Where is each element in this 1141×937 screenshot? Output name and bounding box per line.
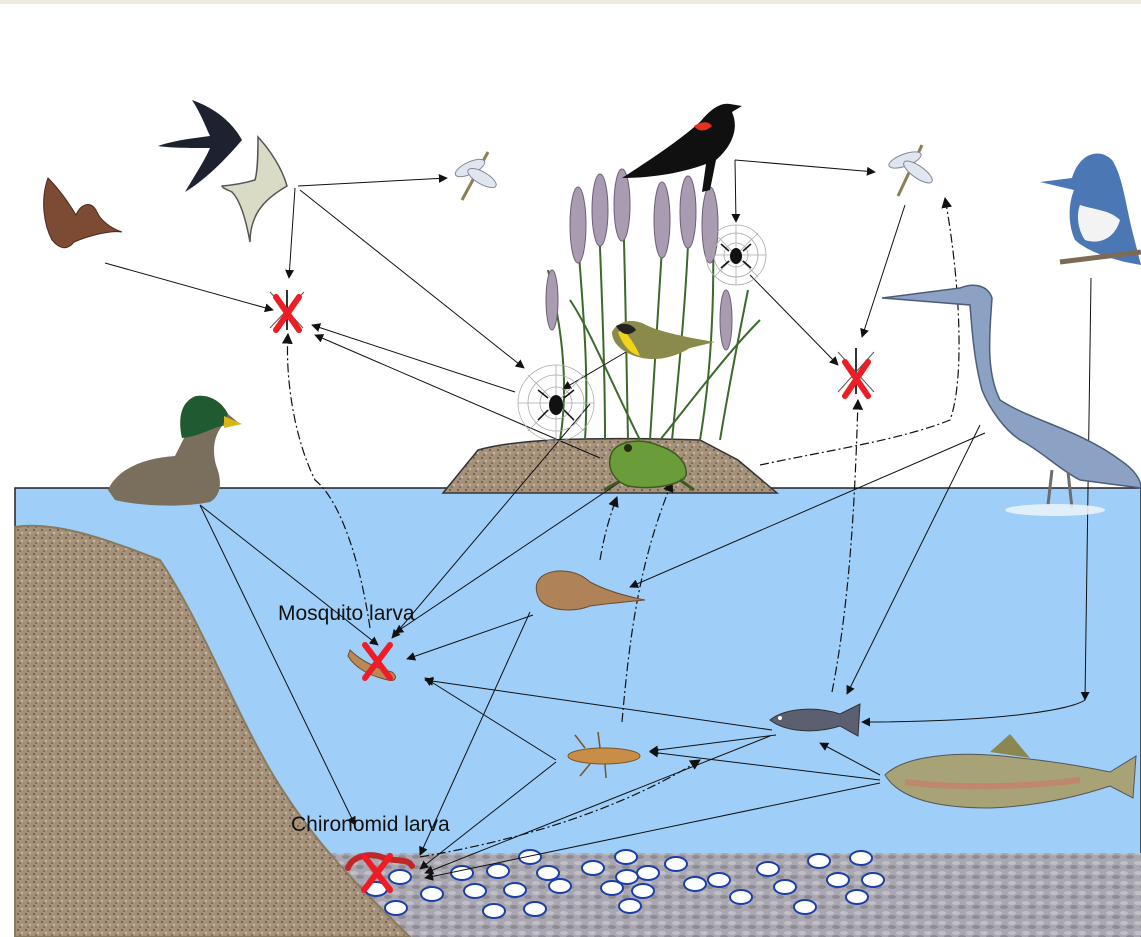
great-blue-heron-icon [882,285,1141,516]
dragonfly-icon [453,152,499,200]
bat-icon [44,178,122,248]
red-winged-blackbird-icon [622,104,742,192]
reed-grass [546,169,760,440]
spider-icon [518,365,594,441]
top-border [0,0,1141,4]
swallow-icon [158,100,287,242]
kingfisher-icon [1040,154,1141,265]
yellowthroat-icon [612,321,715,359]
mosquito-icon [838,348,874,394]
mosquito-larva-label: Mosquito larva [278,602,415,626]
spider-icon [706,225,766,285]
dragonfly-icon [887,145,935,196]
chironomid-larva-label: Chironomid larva [291,813,450,837]
